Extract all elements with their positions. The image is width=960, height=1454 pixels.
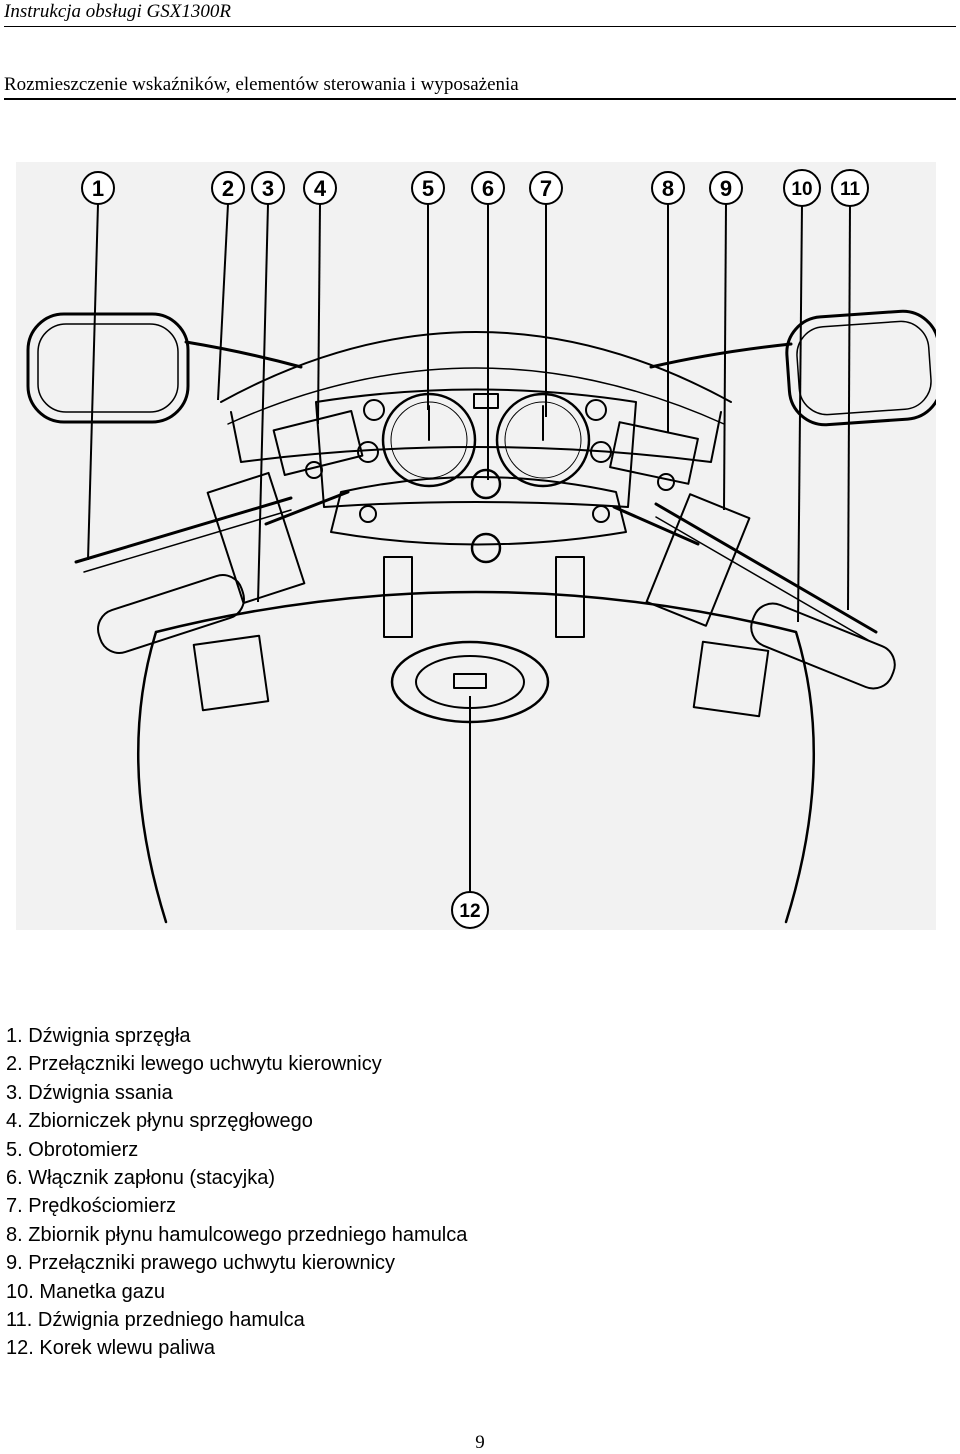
callout-9: 9 xyxy=(709,171,743,205)
callout-1: 1 xyxy=(81,171,115,205)
top-triple-clamp xyxy=(330,476,627,546)
speedometer-face xyxy=(504,401,582,479)
fork-left xyxy=(383,556,413,638)
indicator-lamp xyxy=(473,393,499,409)
callout-12: 12 xyxy=(451,891,489,929)
callout-2: 2 xyxy=(211,171,245,205)
legend-item: 12. Korek wlewu paliwa xyxy=(6,1337,215,1360)
left-mirror-stem xyxy=(184,340,303,369)
svg-text:8: 8 xyxy=(662,176,674,201)
callout-3: 3 xyxy=(251,171,285,205)
small-gauge-right xyxy=(585,399,607,421)
left-mirror xyxy=(26,312,190,424)
small-gauge-left-2 xyxy=(357,441,379,463)
clutch-reservoir-cap xyxy=(305,461,323,479)
fuel-tank-left xyxy=(136,630,168,924)
ignition-switch xyxy=(470,468,502,500)
section-title: Rozmieszczenie wskaźników, elementów ste… xyxy=(4,72,956,100)
legend-item: 4. Zbiorniczek płynu sprzęgłowego xyxy=(6,1110,313,1133)
steering-stem-nut xyxy=(470,532,502,564)
right-grip xyxy=(750,602,896,690)
handlebar-illustration: 1 2 3 4 5 6 7 8 9 10 11 12 xyxy=(16,162,936,930)
left-handlebar-tube xyxy=(264,490,350,526)
callout-7: 7 xyxy=(529,171,563,205)
right-mirror xyxy=(785,309,936,427)
svg-text:6: 6 xyxy=(482,176,494,201)
svg-text:4: 4 xyxy=(314,176,327,201)
brake-reservoir xyxy=(609,421,699,485)
legend-item: 7. Prędkościomierz xyxy=(6,1195,177,1218)
brake-lever-edge xyxy=(655,516,869,641)
callout-10: 10 xyxy=(783,169,821,207)
left-grip xyxy=(97,574,245,654)
fuel-tank-right xyxy=(154,590,816,924)
brake-lever xyxy=(654,502,878,634)
clutch-reservoir xyxy=(272,410,364,476)
callout-6: 6 xyxy=(471,171,505,205)
svg-text:7: 7 xyxy=(540,176,552,201)
svg-text:1: 1 xyxy=(92,176,104,201)
right-mirror-glass xyxy=(796,320,932,416)
callouts: 1 2 3 4 5 6 7 8 9 10 11 12 xyxy=(81,169,869,929)
brake-reservoir-cap xyxy=(657,473,675,491)
legend-item: 3. Dźwignia ssania xyxy=(6,1081,173,1104)
right-mirror-stem xyxy=(649,342,793,369)
right-switch-housing xyxy=(645,493,751,627)
warning-label-left xyxy=(192,634,270,712)
small-gauge-right-2 xyxy=(590,441,612,463)
svg-text:3: 3 xyxy=(262,176,274,201)
windscreen xyxy=(220,331,732,403)
legend-item: 6. Włącznik zapłonu (stacyjka) xyxy=(6,1167,275,1190)
fairing-upper xyxy=(230,411,722,463)
svg-text:2: 2 xyxy=(222,176,234,201)
warning-label-right xyxy=(692,640,770,718)
running-header: Instrukcja obsługi GSX1300R xyxy=(4,0,956,27)
legend-item: 9. Przełączniki prawego uchwytu kierowni… xyxy=(6,1252,396,1275)
left-mirror-glass xyxy=(37,323,179,413)
legend-item: 8. Zbiornik płynu hamulcowego przedniego… xyxy=(6,1223,468,1246)
svg-text:9: 9 xyxy=(720,176,732,201)
left-switch-housing xyxy=(206,471,306,605)
svg-text:12: 12 xyxy=(459,901,480,922)
callout-8: 8 xyxy=(651,171,685,205)
svg-text:10: 10 xyxy=(791,179,812,200)
legend-item: 1. Dźwignia sprzęgła xyxy=(6,1025,191,1047)
clutch-lever xyxy=(74,496,293,564)
legend-item: 11. Dźwignia przedniego hamulca xyxy=(6,1309,305,1332)
small-gauge-left xyxy=(363,399,385,421)
page-number: 9 xyxy=(475,1432,485,1453)
callout-4: 4 xyxy=(303,171,337,205)
legend-item: 2. Przełączniki lewego uchwytu kierownic… xyxy=(6,1053,382,1076)
leader-lines xyxy=(87,203,851,892)
right-handlebar-tube xyxy=(612,505,700,546)
clamp-bolt-left xyxy=(359,505,377,523)
svg-text:11: 11 xyxy=(840,179,861,200)
speedometer-dial xyxy=(495,392,591,488)
legend-item: 5. Obrotomierz xyxy=(6,1138,139,1161)
windscreen-inner-edge xyxy=(227,367,725,425)
handlebar-diagram: 1 2 3 4 5 6 7 8 9 10 11 12 xyxy=(16,162,936,930)
clamp-bolt-right xyxy=(592,505,610,523)
clutch-lever-edge xyxy=(83,509,292,573)
instrument-panel xyxy=(315,388,637,508)
legend-item: 10. Manetka gazu xyxy=(6,1280,165,1303)
callout-5: 5 xyxy=(411,171,445,205)
component-legend: 1. Dźwignia sprzęgła 2. Przełączniki lew… xyxy=(6,1022,467,1363)
fuel-cap-key-slot xyxy=(453,673,487,689)
callout-11: 11 xyxy=(831,169,869,207)
svg-text:5: 5 xyxy=(422,176,434,201)
